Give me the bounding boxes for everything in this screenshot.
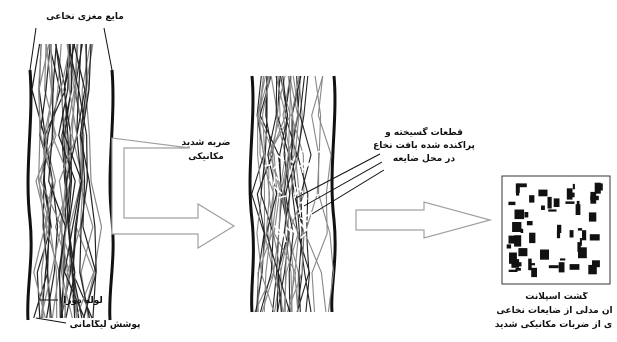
dura-tube-label: لوله دورا [58,296,108,307]
fragments-label-line2: پراکنده شده بافت نخاع [368,141,480,152]
progression-arrow [356,202,490,238]
scar-label-line2: ان مدلی از ضایعات نخاعی [492,306,617,317]
injured-spinal-cord [250,76,384,312]
fragments-label-line1: قطعات گسیخته و [368,128,480,139]
trauma-label-line2: مکانیکی [170,152,242,163]
glial-scar-image [502,176,610,284]
intact-spinal-cord [28,28,113,323]
scar-label-line1: گشت اسپلانت [496,292,617,303]
trauma-label-line1: ضربه شدید [170,138,242,149]
fragments-label-line3: در محل ضایعه [368,154,480,165]
scar-label-line3: ی از ضربات مکانیکی شدید [490,320,617,331]
ligament-cover-label: پوشش لیگامانی [66,320,144,331]
csf-label: مایع مغزی نخاعی [40,12,130,23]
